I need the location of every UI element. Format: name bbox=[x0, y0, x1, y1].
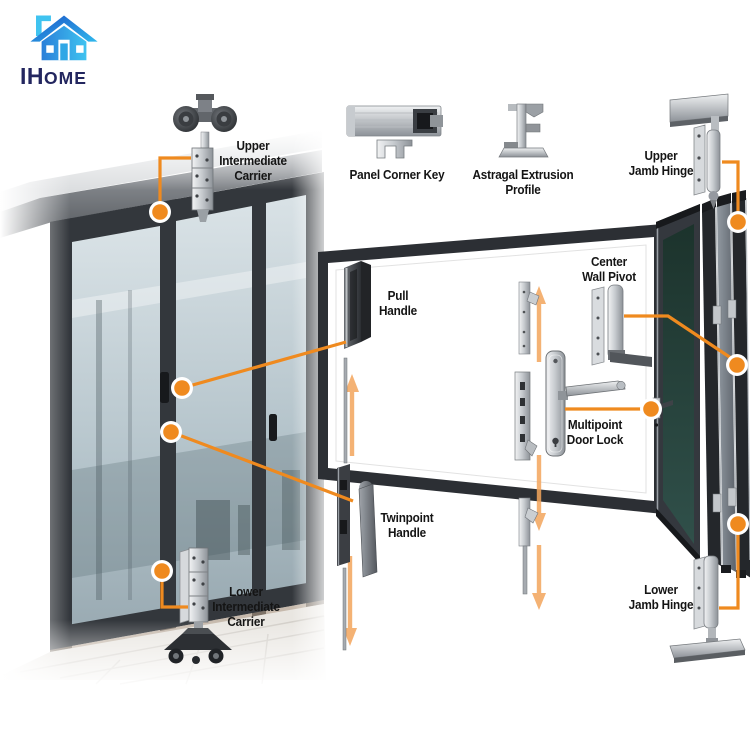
lower-jamb-hinge-image bbox=[669, 555, 746, 663]
pull-handle-image bbox=[344, 261, 371, 349]
label-multipoint-door-lock: Multipoint Door Lock bbox=[566, 418, 624, 447]
open-leaf bbox=[652, 204, 700, 564]
twinpoint-handle-image bbox=[337, 357, 378, 651]
callout-dot bbox=[151, 560, 173, 582]
panel-corner-key-image bbox=[346, 105, 443, 159]
upper-intermediate-carrier-image bbox=[173, 94, 237, 222]
callout-dot bbox=[160, 421, 182, 443]
multipoint-door-lock-image bbox=[545, 350, 626, 457]
connector-lower-jamb-hinge bbox=[719, 526, 740, 610]
connector-pull-handle bbox=[181, 340, 347, 390]
connector-upper-jamb-hinge bbox=[722, 160, 740, 214]
brand-name-suffix: ome bbox=[44, 68, 87, 88]
callout-dot bbox=[149, 201, 171, 223]
callout-dot bbox=[640, 398, 662, 420]
brand-name-prefix: IH bbox=[20, 63, 44, 89]
multipoint-lock-rod-image bbox=[514, 281, 540, 595]
door-schematic bbox=[318, 224, 663, 514]
label-pull-handle: Pull Handle bbox=[378, 289, 418, 318]
connector-upper-intermediate-carrier bbox=[158, 156, 191, 209]
connector-lower-intermediate-carrier bbox=[160, 571, 188, 609]
label-upper-intermediate-carrier: Upper Intermediate Carrier bbox=[219, 139, 287, 183]
callout-dot bbox=[727, 211, 749, 233]
upper-jamb-hinge-image bbox=[669, 93, 729, 209]
connector-center-wall-pivot bbox=[624, 314, 738, 364]
label-center-wall-pivot: Center Wall Pivot bbox=[582, 255, 636, 284]
center-wall-pivot-image bbox=[591, 284, 652, 367]
folded-panels bbox=[702, 190, 750, 578]
lower-intermediate-carrier-image bbox=[164, 547, 232, 664]
label-panel-corner-key: Panel Corner Key bbox=[349, 168, 445, 182]
callout-dot bbox=[171, 377, 193, 399]
callout-dots bbox=[149, 201, 749, 582]
label-lower-jamb-hinge: Lower Jamb Hinge bbox=[628, 583, 694, 612]
label-twinpoint-handle: Twinpoint Handle bbox=[380, 511, 434, 540]
label-lower-intermediate-carrier: Lower Intermediate Carrier bbox=[212, 585, 280, 629]
motion-arrows bbox=[343, 286, 546, 646]
callout-dot bbox=[727, 513, 749, 535]
brand-name: IHome bbox=[20, 65, 136, 88]
brand-logo: IHome bbox=[16, 8, 136, 88]
label-upper-jamb-hinge: Upper Jamb Hinge bbox=[628, 149, 694, 178]
astragal-extrusion-profile-image bbox=[498, 103, 549, 158]
house-icon bbox=[30, 15, 98, 61]
callout-dot bbox=[726, 354, 748, 376]
connector-twinpoint-handle bbox=[170, 430, 354, 503]
bifold-doors-photo bbox=[0, 130, 340, 690]
callout-connectors bbox=[158, 156, 740, 610]
label-astragal-extrusion-profile: Astragal Extrusion Profile bbox=[472, 168, 574, 197]
